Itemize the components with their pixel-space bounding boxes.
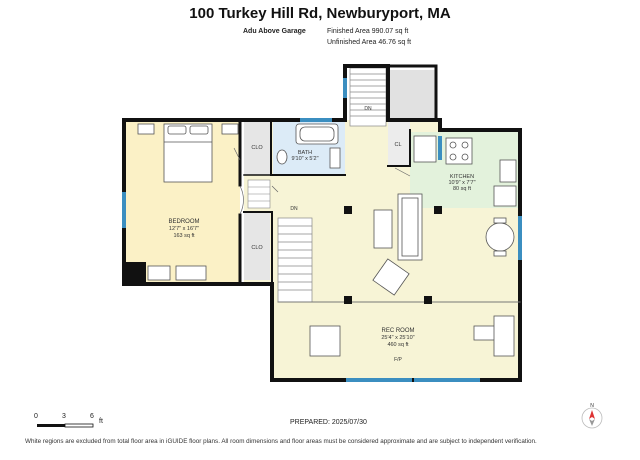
floor-label: Adu Above Garage <box>243 28 306 35</box>
kitchen-name: KITCHEN <box>450 174 474 180</box>
closet-bottom-floor <box>244 212 270 280</box>
closet-top-floor <box>244 120 270 175</box>
north-compass-icon: N <box>581 403 603 429</box>
closet-top-label: CLO <box>251 145 263 151</box>
prepared-date: PREPARED: 2025/07/30 <box>290 419 367 426</box>
scale-unit: ft <box>99 418 103 425</box>
small-stairs <box>247 179 271 209</box>
bed <box>163 123 213 183</box>
fireplace-label: F/P <box>394 357 402 363</box>
upper-stairs[interactable] <box>349 67 387 127</box>
scale-zero: 0 <box>34 413 38 420</box>
cl-label: CL <box>394 142 401 148</box>
rec-room-dims: 25'4" x 25'10" <box>381 335 414 341</box>
finished-area: Finished Area 990.07 sq ft <box>327 28 409 35</box>
scale-three: 3 <box>62 413 66 420</box>
stairs-down-top: DN <box>364 106 372 112</box>
living-floor <box>244 120 520 380</box>
closet-bottom-label: CLO <box>251 245 263 251</box>
room-labels: BEDROOM 12'7" x 16'7" 163 sq ft BATH 9'1… <box>168 106 475 363</box>
page-title: 100 Turkey Hill Rd, Newburyport, MA <box>189 5 451 22</box>
rec-room-name: REC ROOM <box>382 328 415 334</box>
dining-set <box>485 217 515 257</box>
columns <box>344 206 442 304</box>
bedroom-dims: 12'7" x 16'7" <box>169 226 199 232</box>
kitchen-fixtures <box>413 135 517 207</box>
bedroom-corner-pillar <box>124 262 146 284</box>
living-furniture <box>309 193 515 357</box>
kitchen-area: 80 sq ft <box>453 186 472 192</box>
scale-bar <box>37 423 94 428</box>
bath-name: BATH <box>298 150 312 156</box>
disclaimer-note: White regions are excluded from total fl… <box>25 438 537 445</box>
bath-dims: 9'10" x 5'2" <box>291 156 318 162</box>
bedroom-furniture <box>137 123 239 281</box>
north-label: N <box>590 403 594 409</box>
bedroom-area: 163 sq ft <box>173 233 195 239</box>
windows <box>122 78 522 382</box>
scale-six: 6 <box>90 413 94 420</box>
bath-fixtures <box>276 123 341 169</box>
stairs-down-middle: DN <box>290 206 298 212</box>
kitchen-dims: 10'9" x 7'7" <box>448 180 475 186</box>
middle-stairs[interactable] <box>277 217 313 303</box>
upper-stair-landing <box>388 70 436 120</box>
doors <box>233 147 411 215</box>
rec-room-area: 460 sq ft <box>387 342 409 348</box>
cl-floor <box>388 120 410 166</box>
unfinished-area: Unfinished Area 46.76 sq ft <box>327 39 412 46</box>
bedroom-name: BEDROOM <box>168 219 199 225</box>
